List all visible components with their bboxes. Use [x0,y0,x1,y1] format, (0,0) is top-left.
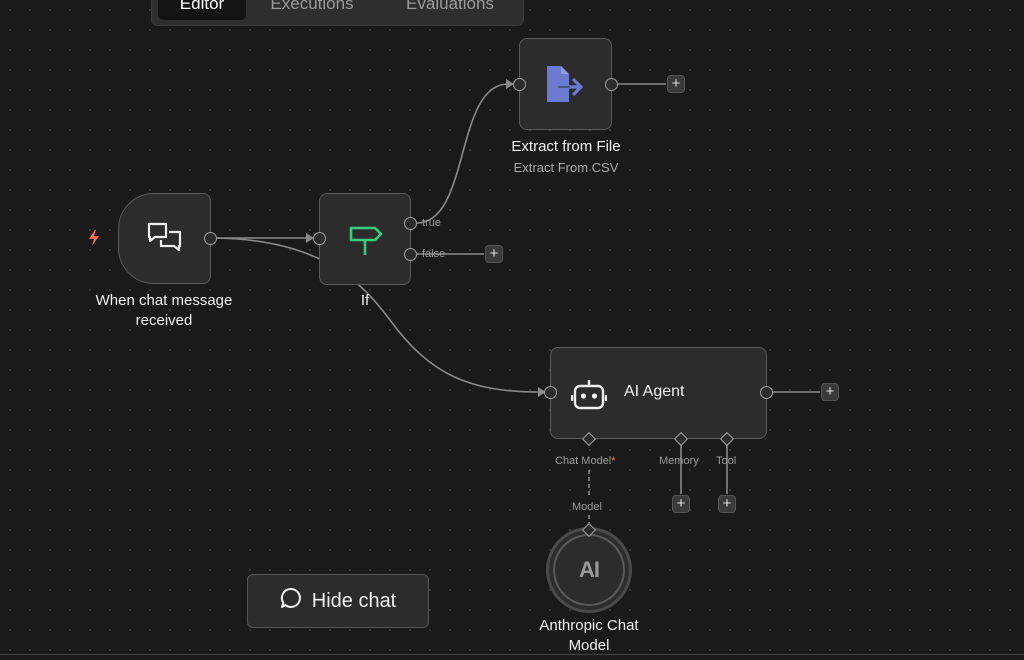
robot-icon [570,376,608,417]
extract-sublabel: Extract From CSV [513,160,619,175]
node-extract-from-file[interactable] [519,38,612,130]
hide-chat-label: Hide chat [311,589,397,612]
trigger-output-port[interactable] [204,232,217,245]
arrowhead [538,387,546,397]
lightning-bolt-icon [86,229,102,252]
required-marker: * [611,455,616,467]
chat-model-port-label: Chat Model* [555,455,616,467]
agent-add-button[interactable]: + [821,383,839,401]
connection-trigger-to-agent [215,237,541,393]
connection-if-true-to-extract [416,83,509,224]
node-chat-trigger[interactable] [118,193,211,284]
node-if[interactable] [319,193,411,285]
if-label: If [360,292,370,309]
tab-editor[interactable]: Editor [158,0,246,20]
divider [0,654,1024,655]
chat-bubble-icon [280,587,302,615]
agent-input-port[interactable] [544,386,557,399]
extract-input-port[interactable] [513,78,526,91]
arrowhead [306,233,314,243]
file-export-icon [544,65,588,110]
if-false-add-button[interactable]: + [485,245,503,263]
memory-add-button[interactable]: + [672,495,690,513]
tool-port-label: Tool [716,455,737,467]
tab-evaluations[interactable]: Evaluations [406,0,494,13]
arrowhead [506,79,514,89]
tab-executions[interactable]: Executions [270,0,354,13]
extract-add-button[interactable]: + [667,75,685,93]
node-anthropic-chat-model[interactable]: AI [546,527,632,613]
view-tabs: Editor Executions Evaluations [151,0,524,26]
chat-trigger-label: When chat message received [95,292,233,329]
if-true-label: true [422,217,441,229]
if-input-port[interactable] [313,232,326,245]
extract-output-port[interactable] [605,78,618,91]
if-false-label: false [422,248,446,260]
anthropic-logo-icon: AI [579,557,600,582]
anthropic-label: Anthropic Chat Model [539,617,639,654]
hide-chat-button[interactable]: Hide chat [247,574,429,628]
if-false-port[interactable] [404,248,417,261]
chat-bubbles-icon [146,220,184,263]
agent-output-port[interactable] [760,386,773,399]
signpost-icon [347,220,385,263]
if-true-port[interactable] [404,217,417,230]
ai-agent-label: AI Agent [624,383,685,400]
model-port-label: Model [572,501,602,513]
extract-label: Extract from File [511,138,621,155]
memory-port-label: Memory [659,455,699,467]
tool-add-button[interactable]: + [718,495,736,513]
node-ai-agent[interactable]: AI Agent [550,347,767,439]
